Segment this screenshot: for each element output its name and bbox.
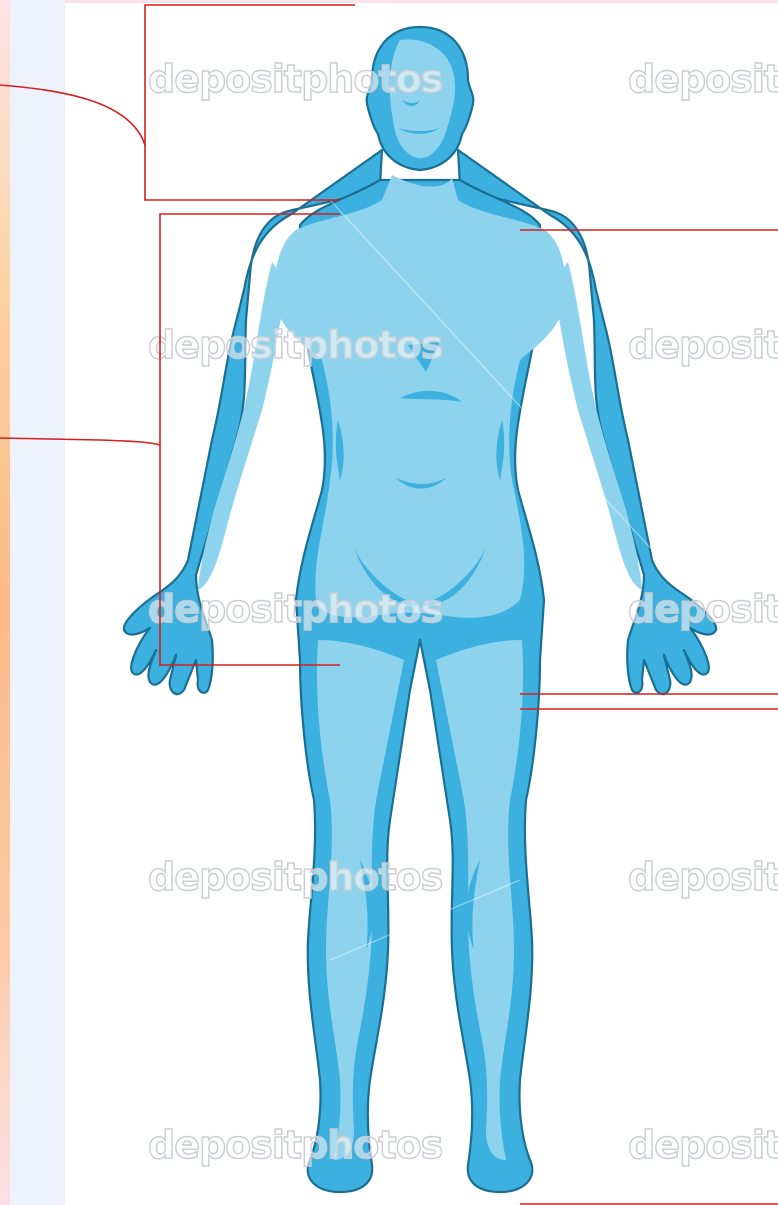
watermark-text: depositphotos bbox=[148, 587, 442, 631]
head-bracket-connector bbox=[0, 85, 145, 145]
watermark-text: depositphotos bbox=[628, 1123, 778, 1167]
watermark-text: depositphotos bbox=[148, 323, 442, 367]
watermark-text: depositphotos bbox=[148, 57, 442, 101]
watermark-text: depositphotos bbox=[148, 855, 442, 899]
watermark-text: depositphotos bbox=[628, 57, 778, 101]
upper-body-bracket-connector bbox=[0, 438, 160, 445]
watermark-text: depositphotos bbox=[628, 855, 778, 899]
watermark-text: depositphotos bbox=[628, 323, 778, 367]
head-bracket-line bbox=[145, 5, 355, 200]
watermark-text: depositphotos bbox=[148, 1123, 442, 1167]
watermark-text: depositphotos bbox=[628, 587, 778, 631]
